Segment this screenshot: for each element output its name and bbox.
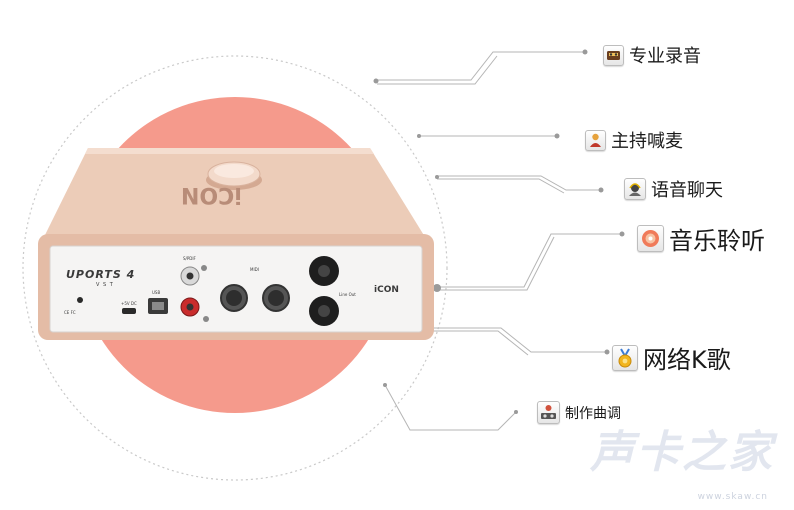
feature-voice-chat: 语音聊天 [624, 176, 723, 202]
line-out-label: Line Out [339, 292, 356, 297]
guide-line-5b [423, 330, 529, 356]
device-model-sub-label: V S T [96, 282, 114, 288]
headset-chat-icon [624, 178, 646, 200]
dotted-outer-ring [22, 55, 448, 481]
guide-end-dot-2 [554, 133, 560, 139]
power-label: +5V DC [121, 301, 137, 306]
guide-dot-6 [383, 383, 387, 387]
feature-online-karaoke: 网络K歌 [612, 340, 731, 375]
guide-line-5 [423, 327, 607, 353]
music-disc-icon [637, 225, 664, 252]
usb-c-port-icon [77, 297, 83, 303]
guide-line-4 [436, 233, 622, 288]
device-model-label: UPORTS 4 [66, 268, 136, 281]
guide-line-6 [384, 384, 517, 431]
guide-line-3 [437, 175, 601, 191]
feature-label: 网络K歌 [643, 346, 731, 374]
watermark-url: www.skaw.cn [697, 492, 768, 502]
dj-producer-icon [537, 401, 560, 424]
feature-pro-recording: 专业录音 [603, 42, 701, 68]
device-top-surface [44, 148, 425, 237]
feature-label: 制作曲调 [565, 405, 621, 422]
usb-label: USB [152, 290, 161, 295]
guide-line-3b [437, 178, 565, 194]
device-brand-label: iCON [374, 285, 399, 295]
karaoke-medal-icon [612, 344, 638, 371]
device-top-logo: iCON [181, 182, 242, 207]
guide-line-1b [377, 55, 498, 85]
midi-label: MIDI [250, 267, 259, 272]
feature-label: 专业录音 [629, 46, 701, 67]
audio-interface-device [38, 148, 434, 340]
feature-music-production: 制作曲调 [537, 401, 621, 424]
cert-label: CE FC [64, 310, 76, 315]
guide-dot-1 [373, 78, 379, 84]
feature-host-mic: 主持喊麦 [585, 127, 683, 153]
guide-dot-4 [433, 284, 441, 292]
feature-music-listening: 音乐聆听 [637, 221, 765, 256]
guide-end-dot-3 [598, 187, 604, 193]
feature-label: 语音聊天 [651, 180, 723, 201]
guide-end-dot-5 [604, 349, 610, 355]
power-port-icon [122, 308, 136, 314]
watermark-logo: 声卡之家 [590, 427, 774, 478]
guide-end-dot-1 [582, 49, 588, 55]
guide-dot-3 [435, 175, 439, 179]
guide-line-4b [436, 236, 555, 291]
feature-label: 音乐聆听 [669, 227, 765, 255]
feature-label: 主持喊麦 [611, 131, 683, 152]
spdif-label: S/PDIF [183, 256, 196, 261]
host-person-icon [585, 129, 606, 151]
guide-line-1 [377, 51, 585, 81]
guide-dot-2 [417, 134, 421, 138]
guide-end-dot-4 [619, 231, 625, 237]
guide-end-dot-6 [514, 410, 518, 414]
cassette-tape-icon [603, 44, 624, 66]
